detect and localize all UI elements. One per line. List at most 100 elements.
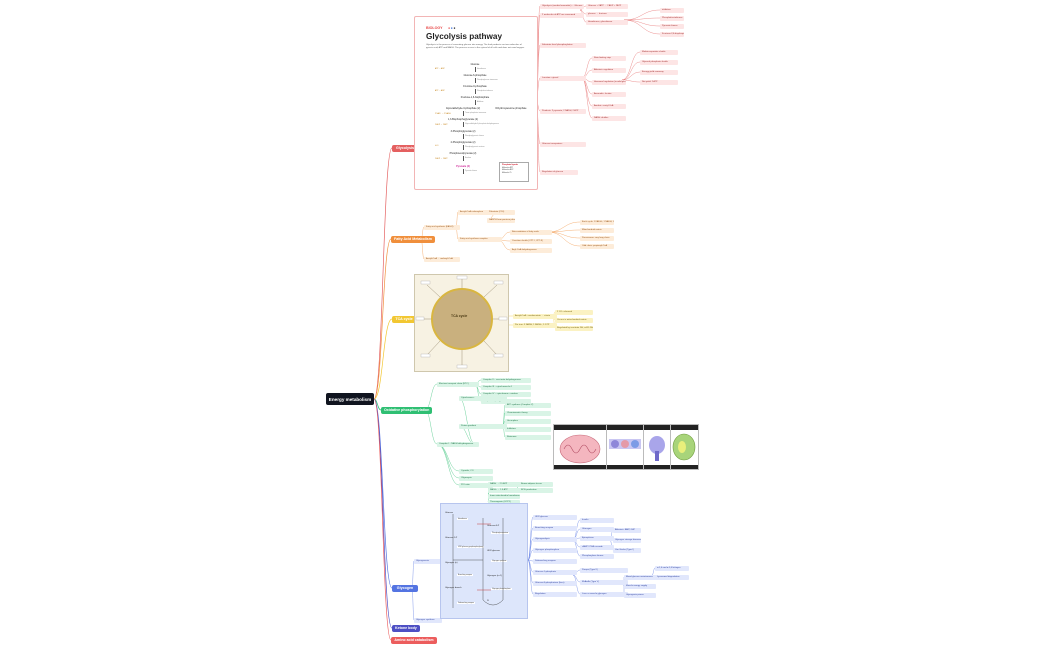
metabolite-label: Pyruvate (2) (456, 165, 470, 168)
fatty-node[interactable]: Fatty acid synthesis (FAS-II) (424, 224, 460, 230)
tca-node[interactable]: 2 CO₂ released (555, 309, 593, 315)
glycogen-node[interactable]: Glycogen phosphorylase (533, 547, 577, 553)
fatty-node[interactable]: Palmitate (C16) (487, 209, 515, 215)
oxphos-node[interactable]: Complex III – cytochrome bc1 (481, 384, 531, 390)
glycogen-node[interactable]: Insulin (580, 517, 614, 523)
glycogen-node[interactable]: Phosphorylase kinase (580, 553, 614, 559)
oxphos-node[interactable]: Brown adipose tissue (519, 481, 553, 487)
glycogen-node[interactable]: Regulation (533, 591, 577, 597)
glycolysis-node[interactable]: Glucose transporters (540, 141, 586, 147)
branch-amino[interactable]: Amino acid catabolism (391, 636, 437, 644)
oxphos-node[interactable]: Rotenone (505, 434, 551, 440)
glycolysis-node[interactable]: Hexokinase, glucokinase (586, 19, 628, 25)
fatty-node[interactable]: Carnitine shuttle (CPT-I, CPT-II) (510, 238, 552, 244)
glycolysis-node[interactable]: Pyruvate kinase (660, 23, 684, 29)
branch-oxphos[interactable]: Oxidative phosphorylation (381, 406, 433, 414)
fatty-node[interactable]: Beta-oxidation of fatty acids (510, 229, 552, 235)
oxphos-node[interactable]: Proton gradient (459, 423, 507, 429)
glycogen-node[interactable]: Liver vs muscle glycogen (580, 591, 628, 597)
glycolysis-node[interactable]: Regulation of glucose (540, 169, 578, 175)
oxphos-node[interactable]: Chemiosmotic theory (505, 410, 551, 416)
glycogen-node[interactable]: Von Gierke (Type I) (613, 547, 641, 553)
glycolysis-node[interactable]: inhibitors (660, 7, 684, 13)
glycolysis-node[interactable]: Malate-aspartate shuttle (640, 49, 678, 55)
oxphos-node[interactable]: ROS production (519, 487, 553, 493)
glycolysis-node[interactable]: Anaerobic: lactate (592, 91, 626, 97)
glycogen-node[interactable]: Branching enzyme (533, 525, 577, 531)
glycolysis-node[interactable]: Substrate level phosphorylation (540, 42, 586, 48)
branch-glycolysis[interactable]: Glycolysis (392, 144, 418, 152)
fatty-node[interactable]: NADPH from pentose phosphate pathway (487, 217, 515, 223)
oxphos-node[interactable]: Inner mitochondrial membrane (488, 493, 520, 499)
glycolysis-node[interactable]: Hormonal regulation (insulin/glucagon) (592, 79, 626, 85)
glycolysis-node[interactable]: Glucose + 2ATP → 2 ADP + 2ATP (586, 3, 628, 9)
glycolysis-node[interactable]: Glycerol phosphate shuttle (640, 59, 678, 65)
fatty-node[interactable]: Fatty acid synthase complex (458, 236, 502, 242)
oxphos-node[interactable]: Thermogenin (UCP1) (488, 499, 520, 505)
root-node[interactable]: Energy metabolism (326, 393, 374, 405)
oxphos-node[interactable]: Inhibitors (505, 426, 551, 432)
glycogen-node[interactable]: Glucagon (580, 526, 614, 532)
glycogen-node[interactable]: Muscle energy supply (624, 583, 656, 589)
glycolysis-node[interactable]: Phosphofructokinase (660, 15, 684, 21)
glycogen-node[interactable]: Glucose-6-phosphatase (liver) (533, 580, 577, 586)
oxphos-node[interactable]: Uncouplers (505, 418, 551, 424)
fatty-node[interactable]: Acyl-CoA dehydrogenase (510, 247, 552, 253)
glycolysis-node[interactable]: Glycolysis (aerobic/anaerobic) ... Gluco… (540, 3, 584, 9)
oxphos-node[interactable]: Electron transport chain (ETC) (437, 381, 479, 387)
glycogen-node[interactable]: Blood glucose maintenance (624, 574, 656, 580)
oxphos-node[interactable]: Cyanide, CO (459, 468, 493, 474)
fatty-node[interactable]: Acetyl-CoA → malonyl-CoA (424, 256, 460, 262)
glycolysis-node[interactable]: Aerobic: acetyl-CoA (592, 103, 626, 109)
glycolysis-node[interactable]: Energy yield summary (640, 69, 678, 75)
tca-node[interactable]: Occurs in mitochondrial matrix (555, 317, 593, 323)
fatty-node[interactable]: Mitochondrial matrix (580, 227, 614, 233)
glycogen-node[interactable]: Debranching enzyme (533, 558, 577, 564)
fatty-node[interactable]: Acetyl-CoA carboxylase (458, 209, 502, 215)
glycolysis-node[interactable]: 2 molecules of ATP are consumed (540, 12, 584, 18)
glycolysis-node[interactable]: Fructose-2,6-bisphosphate (660, 31, 684, 37)
fatty-node[interactable]: Peroxisome: very long chain (580, 235, 614, 241)
oxphos-node[interactable]: Cytochrome c (459, 395, 507, 401)
glycogen-node[interactable]: Glycogen synthase (414, 617, 442, 623)
glycolysis-node[interactable]: NADH shuttles (592, 115, 626, 121)
fatty-node[interactable]: Each cycle: 1 FADH₂, 1 NADH, 1 acetyl-Co… (580, 219, 614, 225)
glycolysis-node[interactable]: glucose → fructose (586, 11, 628, 17)
oxphos-node[interactable]: ATP synthase (Complex V) (505, 402, 551, 408)
oxphos-node[interactable]: Complex IV – cytochrome c oxidase (481, 391, 531, 397)
glycolysis-node[interactable]: Allosteric regulation (592, 67, 626, 73)
glycogen-node[interactable]: Pompe (Type II) (580, 567, 628, 573)
glycogen-node[interactable]: Epinephrine (580, 535, 614, 541)
oxphos-node[interactable]: FADH₂ → 1.5 ATP (488, 487, 520, 493)
glycogen-node[interactable]: Glycogen storage diseases (613, 537, 641, 543)
glycolysis-node[interactable]: Products: 2 pyruvate, 2 NADH, 2 ATP (540, 108, 586, 114)
glycogen-node[interactable]: α-1,4 and α-1,6 linkages (655, 565, 689, 571)
fatty-node[interactable]: Odd chain: propionyl-CoA (580, 243, 614, 249)
tca-node[interactable]: Acetyl-CoA + oxaloacetate → citrate (513, 313, 557, 319)
glycogen-node[interactable]: Glycogenesis (414, 558, 442, 564)
glycogen-node[interactable]: Glycogenolysis (533, 536, 577, 542)
tca-node[interactable]: Per turn: 3 NADH, 1 FADH₂, 1 GTP (513, 322, 557, 328)
tca-node[interactable]: Regulated by isocitrate DH, α-KG DH (555, 325, 593, 331)
oxphos-node[interactable]: Oligomycin (459, 475, 493, 481)
glycogen-node[interactable]: Allosteric: AMP, G6P (613, 527, 641, 533)
glycogen-node[interactable]: cAMP / PKA cascade (580, 544, 614, 550)
branch-fatty[interactable]: Fatty Acid Metabolism (391, 235, 436, 243)
glycogen-node[interactable]: McArdle (Type V) (580, 579, 628, 585)
phosphate-box-title: Phosphate ligands (502, 164, 518, 166)
glycogen-node[interactable]: UDP-glucose (533, 514, 577, 520)
glycogen-node[interactable]: Glycogenin primer (624, 592, 656, 598)
glycolysis-node[interactable]: Rate-limiting step (592, 55, 626, 61)
glycogen-node[interactable]: Glucose-1-phosphate (533, 569, 577, 575)
oxphos-node[interactable]: P/O ratio (459, 482, 493, 488)
glycogen-node[interactable]: Lysosomal degradation (655, 574, 689, 580)
branch-glycogen[interactable]: Glycogen (392, 584, 418, 592)
glycolysis-node[interactable]: Net yield: 2 ATP (640, 79, 678, 85)
branch-ketone[interactable]: Ketone body (392, 624, 420, 632)
oxphos-node[interactable]: Complex I – NADH dehydrogenase (437, 441, 479, 447)
oxphos-node[interactable]: NADH → 2.5 ATP (488, 481, 520, 487)
oxphos-node[interactable]: Complex II – succinate dehydrogenase (481, 377, 531, 383)
branch-tca[interactable]: TCA cycle (392, 315, 416, 323)
glycolysis-node[interactable]: Location: cytosol (540, 75, 586, 81)
oxphos-node[interactable]: Ubiquinone (CoQ) (481, 398, 531, 404)
